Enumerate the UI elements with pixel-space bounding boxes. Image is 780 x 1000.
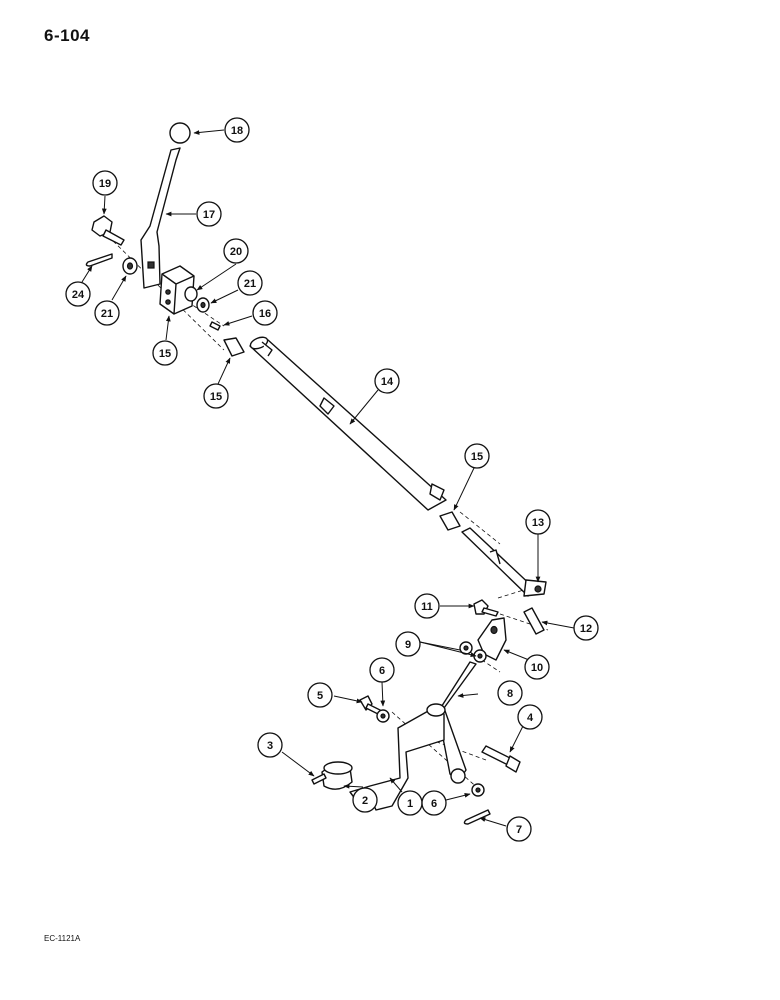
callout-20: 19 <box>92 170 118 196</box>
part-4-bolt <box>481 745 521 773</box>
svg-text:4: 4 <box>527 712 534 724</box>
part-17-pin <box>209 321 221 331</box>
callout-8: 8 <box>497 680 523 706</box>
part-6-washer-upper <box>376 709 390 723</box>
part-16-block <box>159 265 195 315</box>
callout-11: 11 <box>414 593 440 619</box>
part-21-nut <box>184 286 198 302</box>
leader-lines <box>81 129 575 827</box>
assembly-lines <box>107 235 549 791</box>
callout-6-upper: 6 <box>369 657 395 683</box>
svg-text:2: 2 <box>362 795 368 807</box>
svg-text:5: 5 <box>317 690 323 702</box>
svg-text:21: 21 <box>101 308 113 320</box>
svg-text:12: 12 <box>580 623 592 635</box>
part-3-pin <box>311 773 327 785</box>
callout-15-upper: 15 <box>203 383 229 409</box>
svg-text:15: 15 <box>159 348 171 360</box>
part-13-shift-arm <box>461 527 547 597</box>
svg-text:10: 10 <box>531 662 543 674</box>
part-24-cotter-pin <box>85 253 113 267</box>
part-14-shaft <box>249 336 447 511</box>
part-7-cotter-pin <box>463 809 491 825</box>
callout-23: 21 <box>94 300 120 326</box>
part-23-washer <box>122 257 138 275</box>
callout-19: 18 <box>224 117 250 143</box>
figure-code: EC-1121A <box>44 934 81 943</box>
part-2-bushing <box>321 761 353 790</box>
part-15-bushing-lower <box>439 511 461 531</box>
svg-text:18: 18 <box>231 125 243 137</box>
part-9-nuts <box>459 641 487 663</box>
part-22-nut <box>196 297 210 313</box>
svg-text:3: 3 <box>267 740 273 752</box>
callout-16: 15 <box>152 340 178 366</box>
svg-text:15: 15 <box>471 451 483 463</box>
svg-text:19: 19 <box>99 178 111 190</box>
callout-17: 16 <box>252 300 278 326</box>
svg-text:6: 6 <box>379 665 385 677</box>
part-19-knob <box>169 122 191 144</box>
callout-24: 24 <box>65 281 91 307</box>
svg-text:13: 13 <box>532 517 544 529</box>
callout-9: 9 <box>395 631 421 657</box>
callout-18: 17 <box>196 201 222 227</box>
callout-14: 14 <box>374 368 400 394</box>
svg-text:11: 11 <box>421 601 433 613</box>
svg-text:20: 20 <box>230 246 242 258</box>
page-number: 6-104 <box>44 26 90 45</box>
svg-text:9: 9 <box>405 639 411 651</box>
svg-text:17: 17 <box>203 209 215 221</box>
svg-text:21: 21 <box>244 278 256 290</box>
callout-15-lower: 15 <box>464 443 490 469</box>
svg-text:16: 16 <box>259 308 271 320</box>
callout-10: 10 <box>524 654 550 680</box>
part-6-washer-lower <box>471 783 485 797</box>
part-15-bushing-upper <box>223 337 245 357</box>
callout-12: 12 <box>573 615 599 641</box>
svg-text:14: 14 <box>381 376 394 388</box>
callout-13: 13 <box>525 509 551 535</box>
callout-3: 3 <box>257 732 283 758</box>
part-12-roll-pin <box>523 607 545 635</box>
callout-4: 4 <box>517 704 543 730</box>
svg-text:15: 15 <box>210 391 222 403</box>
svg-text:1: 1 <box>407 798 413 810</box>
callout-6-lower: 6 <box>421 790 447 816</box>
part-11-bolt <box>473 599 499 617</box>
callout-22: 21 <box>237 270 263 296</box>
part-20-bolt <box>91 215 125 246</box>
callout-7: 7 <box>506 816 532 842</box>
callout-5: 5 <box>307 682 333 708</box>
callout-21: 20 <box>223 238 249 264</box>
svg-text:6: 6 <box>431 798 437 810</box>
part-18-lever <box>140 147 181 289</box>
svg-text:24: 24 <box>72 289 85 301</box>
callout-1: 1 <box>397 790 423 816</box>
svg-text:7: 7 <box>516 824 522 836</box>
callout-2: 2 <box>352 787 378 813</box>
svg-text:8: 8 <box>507 688 513 700</box>
